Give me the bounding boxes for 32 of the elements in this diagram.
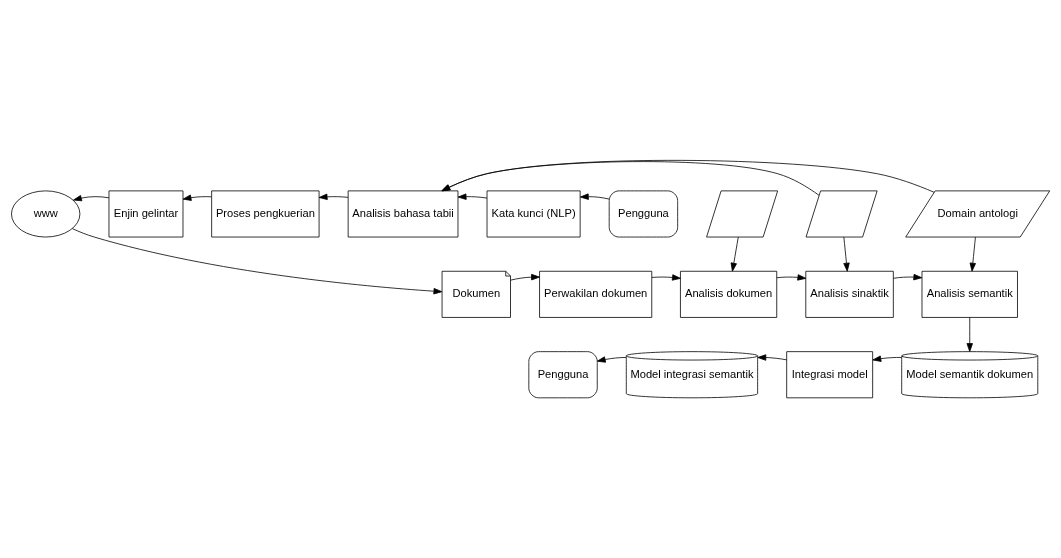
node-box: Enjin gelintar [108, 190, 184, 238]
arrow [457, 193, 488, 200]
arrow [843, 236, 850, 272]
arrow [893, 273, 923, 281]
arrow [757, 354, 787, 361]
arrow [730, 236, 739, 272]
arrow [969, 236, 976, 272]
node-box: Perwakilan dokumen [539, 270, 653, 318]
node-parallelogram [706, 190, 779, 238]
node-box: Pengguna [528, 351, 598, 399]
arrow [596, 356, 627, 363]
node-parallelogram [805, 190, 878, 238]
node-box: Analisis sinaktik [805, 270, 894, 318]
node-box: Pengguna [608, 190, 679, 238]
arrow [441, 161, 820, 196]
node-box: Integrasi model [786, 351, 874, 399]
arrow [776, 274, 807, 281]
arrow [72, 228, 443, 295]
arrow [441, 159, 935, 193]
arrow [73, 195, 110, 202]
arrow [651, 274, 681, 281]
arrow [318, 193, 349, 200]
node-box: Kata kunci (NLP) [486, 190, 581, 238]
node-box: Proses pengkuerian [211, 190, 320, 238]
arrow [182, 194, 212, 201]
arrow [966, 317, 973, 352]
arrow [579, 193, 610, 200]
arrow [510, 273, 540, 281]
node-box: Analisis semantik [921, 270, 1018, 318]
node-box: Analisis bahasa tabii [347, 190, 459, 238]
arrow [872, 355, 903, 362]
node-box: Analisis dokumen [680, 270, 778, 318]
